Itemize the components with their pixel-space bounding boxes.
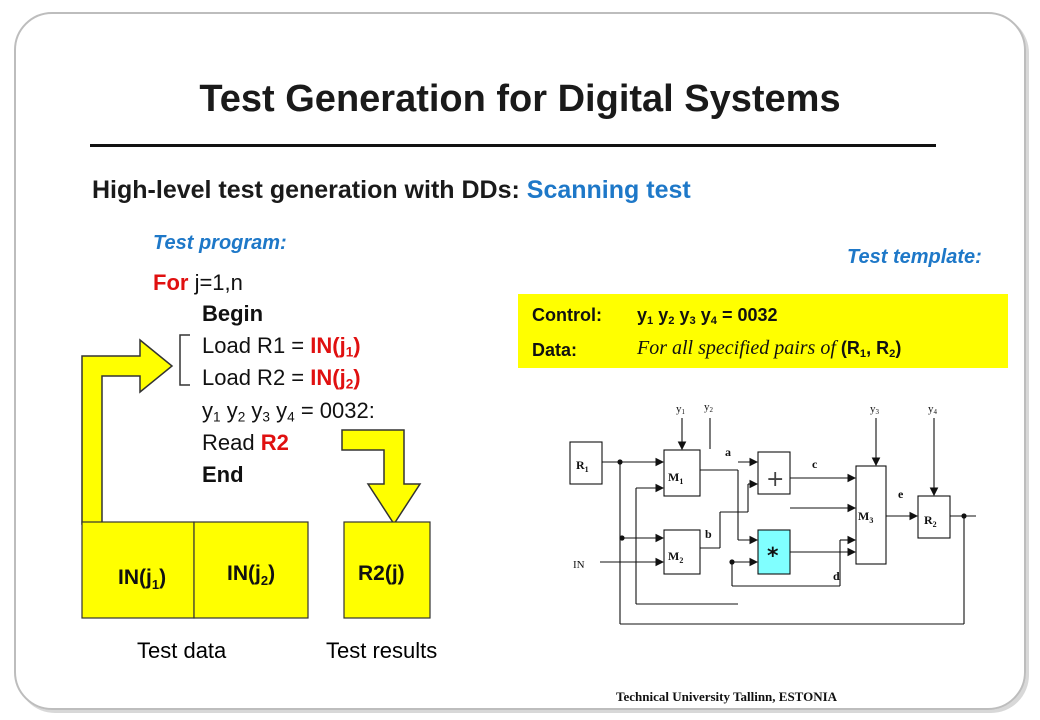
for-range: j=1,n	[188, 270, 243, 295]
load-r2-value: IN(j2)	[310, 365, 361, 392]
read-arrow	[341, 429, 422, 526]
result-cell	[343, 521, 431, 619]
signal-d-label: d	[833, 569, 840, 583]
adder-block	[757, 451, 791, 495]
test-program-label: Test program:	[153, 232, 287, 254]
result-cell-label: R2(j)	[358, 562, 405, 585]
multiply-icon: *	[767, 544, 779, 569]
template-control-value: y1 y2 y3 y4 = 0032	[637, 305, 778, 327]
end-keyword: End	[202, 462, 244, 487]
test-data-caption: Test data	[137, 638, 227, 663]
m3-label: M3	[858, 509, 873, 525]
test-template-label: Test template:	[847, 246, 982, 268]
signal-a-label: a	[725, 445, 731, 459]
template-box	[518, 294, 1008, 368]
y3-label: y3	[870, 403, 880, 416]
y2-label: y2	[704, 401, 714, 414]
load-r1-value: IN(j1)	[310, 333, 361, 360]
signal-b-label: b	[705, 527, 712, 541]
begin-keyword: Begin	[202, 301, 264, 326]
footer-text: Technical University Tallinn, ESTONIA	[616, 689, 838, 704]
multiplier-block	[757, 529, 791, 575]
data-cell-2	[193, 521, 309, 619]
plus-icon: +	[766, 467, 784, 492]
slide-title: Test Generation for Digital Systems	[199, 78, 841, 120]
data-cell-1-label: IN(j1)	[118, 566, 166, 592]
slide-subtitle: High-level test generation with DDs: Sca…	[92, 176, 691, 205]
r2-label: R2	[924, 513, 937, 529]
title-divider	[90, 144, 936, 147]
load-arrow	[81, 338, 174, 525]
load-r2-line: Load R2 = IN(j2)	[202, 365, 361, 391]
m2-label: M2	[668, 549, 683, 565]
mux-m2	[663, 529, 701, 575]
read-register: R2	[260, 430, 289, 455]
mux-m3	[855, 465, 887, 565]
load-r1-line: Load R1 = IN(j1)	[202, 333, 361, 359]
input-label: IN	[573, 559, 585, 571]
program-for-line: For j=1,n	[153, 270, 243, 296]
subtitle-main: High-level test generation with DDs:	[92, 176, 527, 204]
m1-label: M1	[668, 470, 683, 486]
load-r1-prefix: Load R1 =	[202, 333, 311, 358]
slide-frame	[14, 12, 1026, 710]
y1-label: y1	[676, 403, 686, 416]
data-cell-1	[81, 521, 195, 619]
register-r2	[917, 495, 951, 539]
load-r2-prefix: Load R2 =	[202, 365, 311, 390]
for-keyword: For	[153, 270, 189, 295]
y4-label: y4	[928, 403, 938, 416]
load-bracket	[179, 334, 190, 386]
test-results-caption: Test results	[326, 638, 438, 663]
register-r1	[569, 441, 603, 485]
signal-e-label: e	[898, 487, 904, 501]
template-data-value: For all specified pairs of (R1, R2)	[637, 337, 902, 360]
template-data-label: Data:	[532, 340, 578, 360]
data-cell-2-label: IN(j2)	[227, 562, 275, 588]
control-line: y1 y2 y3 y4 = 0032:	[202, 398, 375, 425]
signal-c-label: c	[812, 457, 818, 471]
template-control-label: Control:	[532, 305, 602, 325]
footer-mask	[910, 678, 974, 704]
r1-label: R1	[576, 458, 589, 474]
subtitle-accent: Scanning test	[526, 176, 691, 204]
read-line: Read R2	[202, 430, 289, 455]
